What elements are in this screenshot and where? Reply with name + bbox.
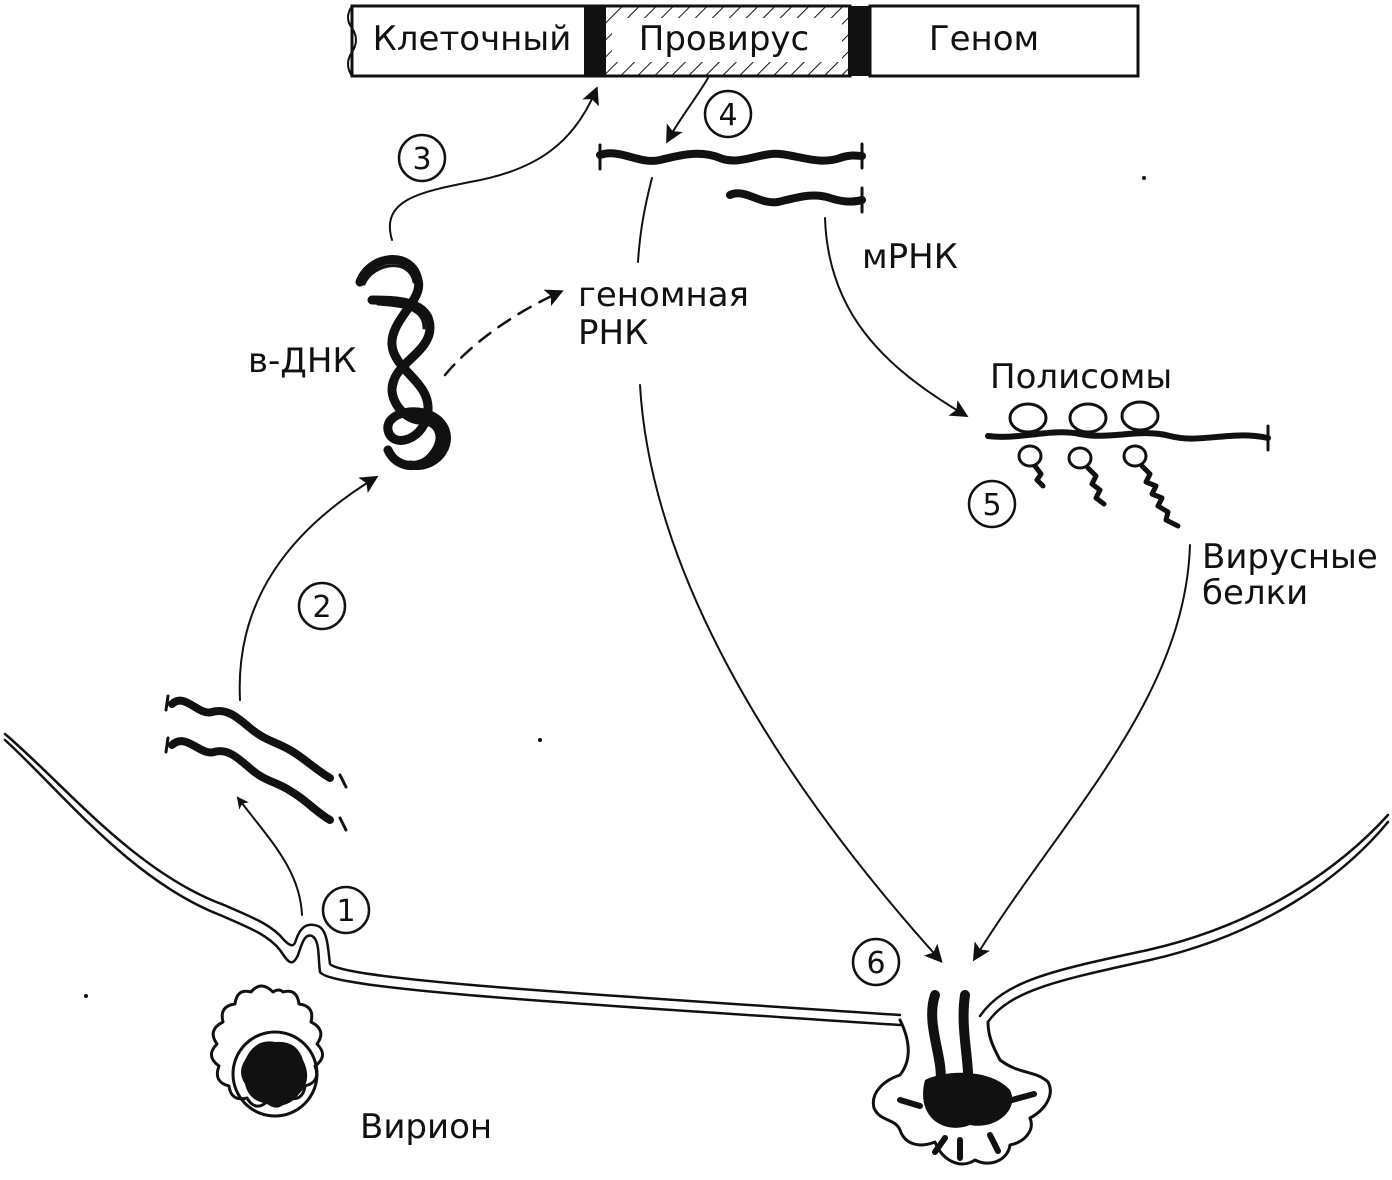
virion (210, 984, 324, 1118)
provirus-boundary-left (584, 6, 606, 76)
transcribed-rna (596, 142, 866, 214)
genome-segment-right (868, 4, 1140, 78)
viral-proteins-label-line1: Вирусные (1202, 537, 1378, 577)
genome-bar-label-cellular: Клеточный (373, 19, 572, 59)
genome-segment-cellular (350, 4, 590, 78)
cell-membrane (3, 732, 1390, 1027)
step-2-marker: 2 (297, 581, 347, 631)
svg-text:1: 1 (336, 894, 355, 929)
step-1-marker: 1 (321, 885, 371, 935)
svg-text:3: 3 (412, 142, 431, 177)
step-6-marker: 6 (851, 937, 901, 987)
virion-label: Вирион (360, 1107, 492, 1147)
step-4-marker: 4 (703, 89, 753, 139)
genomic-rna-label-line1: геномная (578, 275, 749, 315)
genome-bar-label-provirus: Провирус (639, 19, 809, 59)
provirus-boundary-right (848, 6, 870, 76)
svg-text:5: 5 (982, 488, 1001, 523)
svg-text:6: 6 (866, 946, 885, 981)
ds-dna-label: в-ДНК (248, 341, 357, 381)
step-5-marker: 5 (967, 479, 1017, 529)
budding-virion (871, 990, 1052, 1166)
step-3-marker: 3 (397, 133, 447, 183)
mrna-label: мРНК (862, 237, 958, 277)
svg-text:4: 4 (718, 98, 737, 133)
polysomes-label: Полисомы (990, 357, 1172, 397)
polysomes (985, 400, 1271, 529)
ds-dna-helix (355, 255, 451, 470)
virion-core (241, 1041, 308, 1106)
cell-genome-bar: Клеточный Провирус Геном (347, 4, 1140, 78)
viral-proteins-label-line2: белки (1202, 573, 1308, 613)
viral-rna-strands (164, 694, 348, 832)
svg-text:2: 2 (312, 590, 331, 625)
genomic-rna-label-line2: РНК (578, 313, 648, 353)
genome-bar-label-genome: Геном (929, 19, 1039, 59)
